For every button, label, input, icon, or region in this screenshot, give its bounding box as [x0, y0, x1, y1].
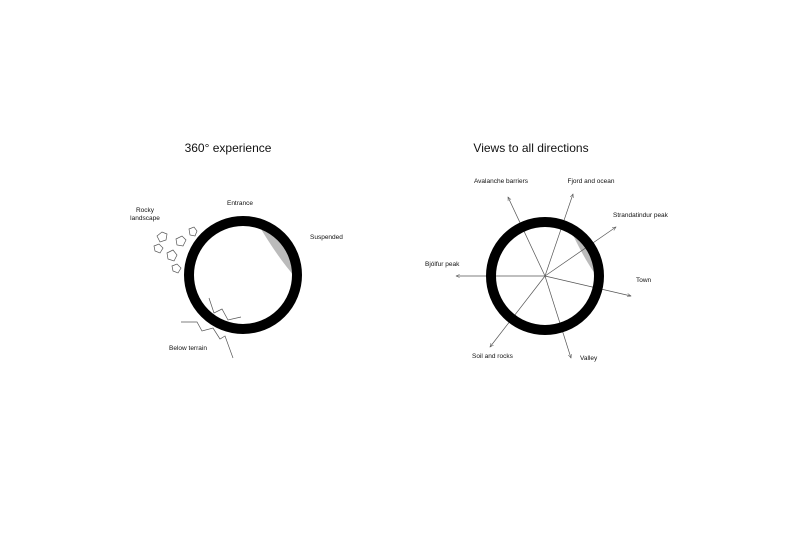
arrow-valley	[544, 275, 571, 358]
right-diagram: Views to all directions Avalanche barrie…	[425, 141, 669, 362]
avalanche-label: Avalanche barriers	[474, 178, 529, 185]
right-diagram-title: Views to all directions	[473, 141, 588, 155]
town-label: Town	[636, 277, 652, 284]
left-diagram: 360° experience Entrance Rocky landscape…	[130, 141, 343, 359]
arrow-fjord	[544, 194, 573, 277]
rock-shape	[153, 243, 164, 254]
entrance-label: Entrance	[227, 200, 253, 207]
right-ring	[486, 217, 604, 335]
terrain-lines	[181, 297, 242, 359]
left-ring	[184, 216, 302, 334]
rock-shape	[166, 249, 178, 262]
arrow-town	[544, 275, 631, 296]
rock-shape	[175, 235, 187, 247]
valley-label: Valley	[580, 355, 598, 362]
bjolfur-label: Bjólfur peak	[425, 261, 460, 268]
below-terrain-label: Below terrain	[169, 345, 207, 352]
arrow-avalanche	[507, 197, 546, 277]
rock-shape	[156, 231, 168, 243]
soil-label: Soil and rocks	[472, 353, 514, 360]
terrain-line	[181, 321, 234, 359]
rock-shape	[188, 226, 198, 237]
arrow-soil	[490, 275, 546, 347]
terrain-line	[208, 297, 242, 321]
arrow-strandatindur	[544, 227, 616, 277]
strandatindur-label: Strandatindur peak	[613, 212, 669, 219]
rock-shape	[171, 263, 182, 274]
rocky-label-line1: Rocky	[136, 207, 155, 214]
fjord-label: Fjord and ocean	[568, 178, 615, 185]
left-diagram-title: 360° experience	[185, 141, 272, 155]
rocks-group	[153, 226, 198, 274]
rocky-label-line2: landscape	[130, 215, 160, 222]
suspended-crescent	[258, 224, 297, 278]
suspended-label: Suspended	[310, 234, 343, 241]
direction-arrows	[456, 194, 631, 358]
